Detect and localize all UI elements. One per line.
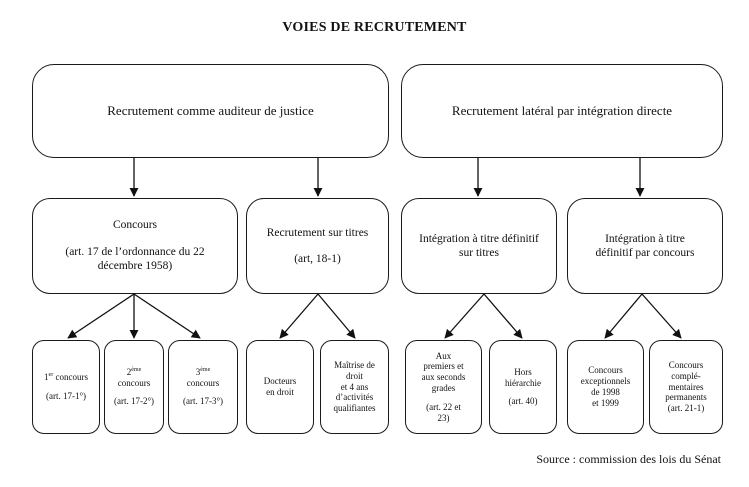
box-integration-titres: Intégration à titre définitif sur titres (401, 198, 557, 294)
box-concours: Concours (art. 17 de l’ordonnance du 22 … (32, 198, 238, 294)
titres-ref: (art, 18-1) (294, 253, 341, 265)
box-maitrise-droit: Maîtrise de droit et 4 ans d’activités q… (320, 340, 389, 434)
deuxieme-concours-label: concours (117, 377, 151, 388)
diagram-title: VOIES DE RECRUTEMENT (282, 20, 467, 35)
exceptionnels-line1: Concours (588, 365, 623, 376)
complementaires-ref: (art. 21-1) (667, 403, 705, 414)
hors-line2: hiérarchie (505, 377, 541, 388)
box-concours-exceptionnels: Concours exceptionnels de 1998 et 1999 (567, 340, 644, 434)
box-hors-hierarchie: Hors hiérarchie (art. 40) (489, 340, 557, 434)
exceptionnels-line2: exceptionnels (580, 376, 631, 387)
box-troisieme-concours: 3ème concours (art. 17-3°) (168, 340, 238, 434)
box-deuxieme-concours: 2ème concours (art. 17-2°) (104, 340, 164, 434)
premier-concours-ref: (art. 17-1°) (45, 391, 87, 401)
box-recrutement-lateral: Recrutement latéral par intégration dire… (401, 64, 723, 158)
arrow-concours-complementaires (641, 293, 682, 339)
arrow-concours-exceptionnels (604, 293, 643, 339)
deuxieme-concours-num: 2ème (126, 366, 142, 377)
box-premier-concours: 1er concours (art. 17-1°) (32, 340, 100, 434)
troisieme-concours-label: concours (186, 377, 220, 388)
hors-line1: Hors (514, 366, 532, 377)
box-premiers-seconds-grades: Aux premiers et aux seconds grades (art.… (405, 340, 482, 434)
box-auditeur-justice-label: Recrutement comme auditeur de justice (107, 103, 314, 118)
arrow-concours-3 (133, 293, 201, 339)
troisieme-concours-ref: (art. 17-3°) (182, 396, 224, 407)
exceptionnels-line4: et 1999 (592, 397, 619, 408)
arrow-integration-hors (483, 293, 523, 339)
complementaires-line1: Concours (668, 360, 704, 370)
premiers-ref2: 23) (437, 412, 450, 423)
complementaires-line3: mentaires (668, 381, 704, 392)
arrow-titres-maitrise (317, 293, 356, 339)
integration-titres-line1: Intégration à titre définitif (419, 232, 539, 245)
concours-title: Concours (112, 219, 158, 232)
premier-concours-label: 1er concours (44, 372, 88, 383)
maitrise-line5: qualifiantes (333, 403, 376, 414)
concours-ref-2: décembre 1958) (97, 260, 173, 273)
box-integration-concours: Intégration à titre définitif par concou… (567, 198, 723, 294)
integration-concours-line1: Intégration à titre (605, 232, 685, 245)
maitrise-line4: d’activités (335, 392, 374, 403)
exceptionnels-line3: de 1998 (591, 387, 620, 397)
premiers-ref1: (art. 22 et (426, 401, 461, 412)
premiers-line2: premiers et (423, 361, 464, 372)
titres-title: Recrutement sur titres (266, 226, 369, 239)
hors-ref: (art. 40) (508, 396, 538, 407)
maitrise-line1: Maîtrise de (334, 360, 375, 370)
maitrise-line3: et 4 ans (340, 381, 369, 392)
premiers-line1: Aux (435, 350, 452, 361)
premiers-line3: aux seconds (421, 372, 466, 383)
troisieme-concours-num: 3ème (195, 366, 211, 377)
source-note: Source : commission des lois du Sénat (536, 452, 721, 466)
premiers-line4: grades (431, 383, 456, 393)
box-recrutement-lateral-label: Recrutement latéral par intégration dire… (451, 103, 673, 118)
complementaires-line4: permanents (665, 392, 707, 403)
arrow-concours-1 (67, 293, 135, 339)
docteurs-line2: en droit (266, 387, 294, 397)
complementaires-line2: complé- (671, 370, 701, 381)
box-auditeur-justice: Recrutement comme auditeur de justice (32, 64, 389, 158)
box-concours-complementaires: Concours complé- mentaires permanents (a… (649, 340, 723, 434)
integration-titres-line2: sur titres (459, 247, 499, 259)
arrow-titres-docteurs (279, 293, 319, 339)
maitrise-line2: droit (346, 370, 363, 381)
arrow-integration-premiers (444, 293, 485, 339)
docteurs-line1: Docteurs (263, 376, 297, 387)
integration-concours-line2: définitif par concours (595, 247, 695, 259)
box-docteurs-droit: Docteurs en droit (246, 340, 314, 434)
deuxieme-concours-ref: (art. 17-2°) (113, 396, 155, 407)
concours-ref-1: (art. 17 de l’ordonnance du 22 (65, 245, 205, 258)
box-recrutement-titres: Recrutement sur titres (art, 18-1) (246, 198, 389, 294)
